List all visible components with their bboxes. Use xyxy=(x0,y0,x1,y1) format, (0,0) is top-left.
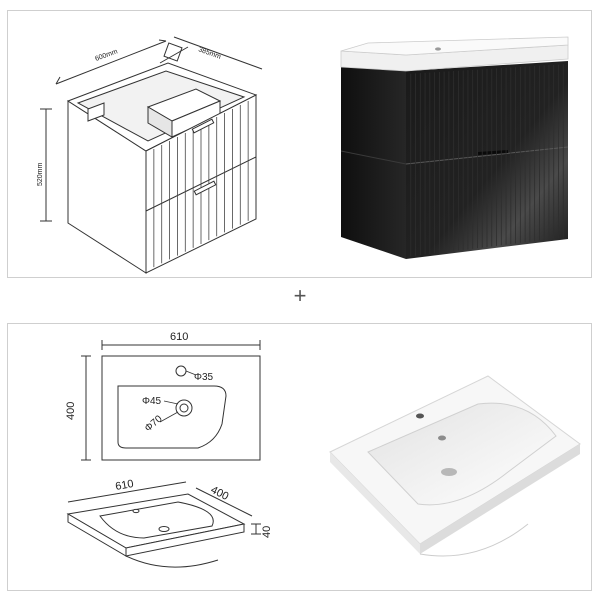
hole-small-label: Φ35 xyxy=(194,372,214,383)
basin-isometric-drawing xyxy=(66,493,246,568)
cabinet-technical-drawing: 600mm 385mm 520mm xyxy=(37,36,569,274)
vanity-render xyxy=(340,36,569,259)
cabinet-handles xyxy=(191,118,217,196)
cabinet-panel: 600mm 385mm 520mm xyxy=(7,10,592,278)
top-width-label: 610 xyxy=(170,331,188,343)
basin-technical-drawing: 610 400 Φ35 Φ45 Φ70 610 400 40 xyxy=(65,331,581,568)
iso-width-label: 610 xyxy=(114,478,134,493)
hole-leader-lines xyxy=(159,370,197,423)
top-view-dimension-lines xyxy=(81,340,261,461)
hole-medium-label: Φ45 xyxy=(142,396,162,407)
basin-panel: 610 400 Φ35 Φ45 Φ70 610 400 40 xyxy=(7,323,592,591)
plus-separator: + xyxy=(293,283,307,308)
iso-depth-label: 400 xyxy=(209,484,231,503)
cabinet-flutes xyxy=(153,101,249,268)
iso-thickness-label: 40 xyxy=(261,526,273,538)
basin-render xyxy=(329,375,581,557)
basin-top-view xyxy=(101,355,261,461)
dimension-height-label: 520mm xyxy=(37,162,44,186)
dimension-depth-label: 385mm xyxy=(197,46,221,61)
top-depth-label: 400 xyxy=(65,402,77,420)
vanity-render-flutes xyxy=(410,64,564,257)
dimension-lines xyxy=(40,36,263,222)
iso-dimension-lines xyxy=(67,481,261,535)
wall-bracket-icon xyxy=(159,42,189,64)
